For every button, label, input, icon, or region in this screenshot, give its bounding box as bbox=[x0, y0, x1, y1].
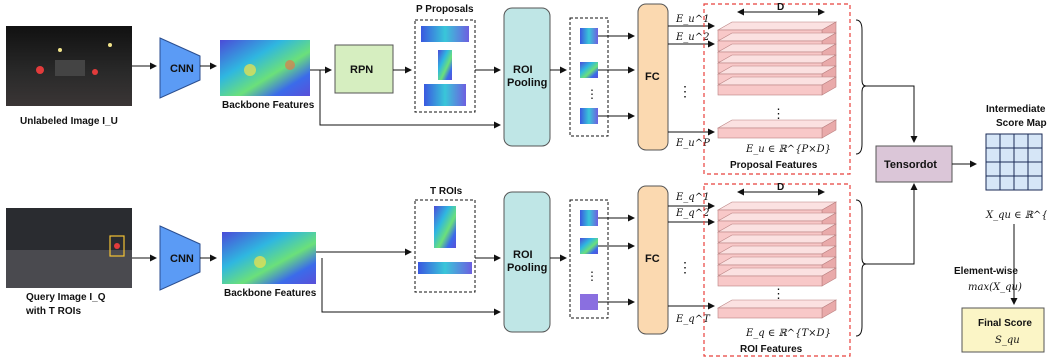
svg-text:CNN: CNN bbox=[170, 253, 194, 265]
bottom-input-image bbox=[6, 208, 132, 288]
svg-text:Tensordot: Tensordot bbox=[884, 159, 937, 171]
tensordot-box: Tensordot bbox=[875, 145, 953, 183]
top-e-label-p: E_u^P bbox=[675, 138, 710, 149]
top-roi-pooling: ROI Pooling bbox=[503, 7, 551, 147]
top-backbone-caption: Backbone Features bbox=[222, 100, 315, 111]
top-embedding-box: D ⋮ bbox=[703, 2, 851, 175]
bottom-embed-formula: E_q ∈ ℝ^{T×D} bbox=[745, 328, 831, 339]
svg-text:RPN: RPN bbox=[350, 64, 373, 76]
top-embed-formula: E_u ∈ ℝ^{P×D} bbox=[745, 144, 831, 155]
score-map-title-1: Intermediate bbox=[986, 104, 1046, 115]
top-input-image bbox=[6, 26, 132, 106]
svg-text:Pooling: Pooling bbox=[507, 262, 547, 274]
bottom-pooled-features: ⋮ bbox=[569, 199, 609, 319]
svg-text:⋮: ⋮ bbox=[586, 269, 598, 283]
rois-title: T ROIs bbox=[430, 186, 463, 197]
bottom-embedding-box: D ⋮ bbox=[703, 182, 851, 357]
elementwise-label: Element-wise bbox=[954, 266, 1018, 277]
svg-text:⋮: ⋮ bbox=[772, 286, 785, 301]
bottom-roi-pooling: ROI Pooling bbox=[503, 191, 551, 333]
top-embed-caption: Proposal Features bbox=[730, 160, 818, 171]
svg-text:⋮: ⋮ bbox=[678, 259, 692, 275]
bottom-cnn: CNN bbox=[159, 225, 201, 291]
final-score-box: Final Score S_qu bbox=[961, 307, 1045, 353]
bottom-fc: FC bbox=[637, 185, 669, 335]
svg-text:D: D bbox=[777, 2, 784, 13]
bottom-backbone-features bbox=[222, 232, 316, 284]
bottom-e-label-t: E_q^T bbox=[675, 314, 711, 325]
svg-text:ROI: ROI bbox=[513, 249, 533, 261]
svg-text:ROI: ROI bbox=[513, 64, 533, 76]
bottom-e-label-2: E_q^2 bbox=[675, 208, 709, 219]
svg-text:⋮: ⋮ bbox=[678, 83, 692, 99]
bottom-e-label-1: E_q^1 bbox=[675, 192, 709, 203]
top-backbone-features bbox=[220, 40, 310, 96]
svg-text:S_qu: S_qu bbox=[995, 335, 1020, 346]
svg-text:Final Score: Final Score bbox=[978, 318, 1032, 329]
elementwise-formula: max(X_qu) bbox=[968, 282, 1022, 293]
top-e-label-2: E_u^2 bbox=[675, 32, 709, 43]
svg-text:FC: FC bbox=[645, 71, 660, 83]
svg-text:CNN: CNN bbox=[170, 63, 194, 75]
top-fc: FC bbox=[637, 3, 669, 151]
bottom-embed-caption: ROI Features bbox=[740, 344, 803, 355]
svg-text:Pooling: Pooling bbox=[507, 77, 547, 89]
score-map-formula: X_qu ∈ ℝ^{T×P} bbox=[985, 210, 1047, 221]
top-cnn: CNN bbox=[159, 37, 201, 99]
svg-text:⋮: ⋮ bbox=[586, 87, 598, 101]
top-input-caption: Unlabeled Image I_U bbox=[20, 116, 118, 127]
svg-text:⋮: ⋮ bbox=[772, 106, 785, 121]
svg-text:FC: FC bbox=[645, 253, 660, 265]
bottom-input-caption-2: with T ROIs bbox=[25, 306, 81, 317]
score-map-title-2: Score Map bbox=[996, 118, 1047, 129]
proposals-title: P Proposals bbox=[416, 4, 474, 15]
bottom-backbone-caption: Backbone Features bbox=[224, 288, 317, 299]
proposals-box bbox=[414, 19, 476, 113]
score-map-grid bbox=[985, 133, 1043, 191]
svg-text:D: D bbox=[777, 182, 784, 193]
bottom-input-caption-1: Query Image I_Q bbox=[26, 292, 106, 303]
rois-box bbox=[414, 199, 476, 293]
rpn-box: RPN bbox=[334, 44, 394, 94]
top-e-label-1: E_u^1 bbox=[675, 14, 709, 25]
